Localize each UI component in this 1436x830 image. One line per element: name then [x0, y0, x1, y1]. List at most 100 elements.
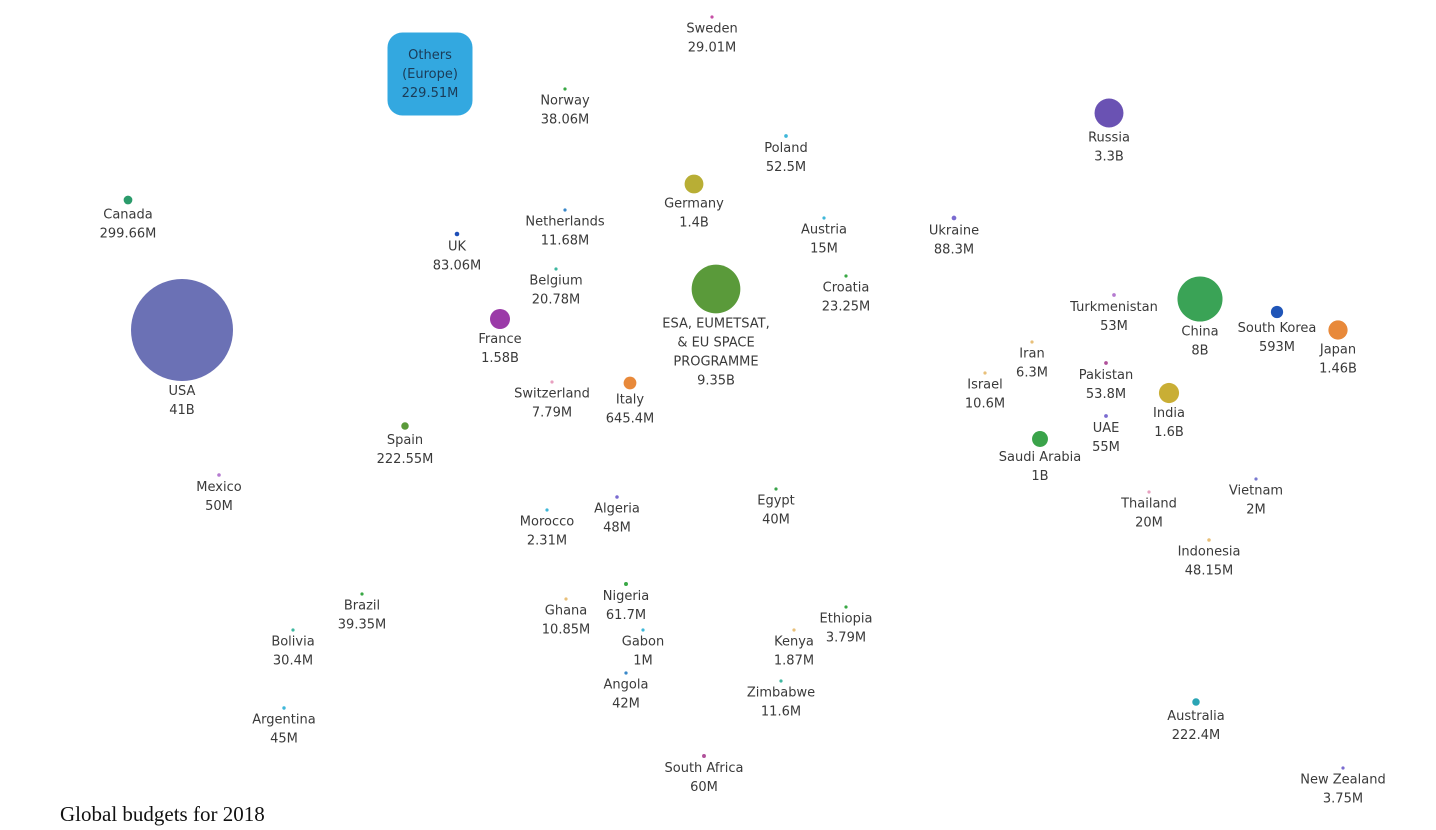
bubble-mark-sweden	[710, 15, 714, 19]
bubble-value-thailand: 20M	[1135, 516, 1163, 531]
bubble-new-zealand: New Zealand 3.75M	[1300, 766, 1386, 807]
bubble-name-france: France	[478, 332, 521, 347]
bubble-name-iran: Iran	[1019, 347, 1044, 362]
bubble-value-russia: 3.3B	[1094, 149, 1124, 164]
bubble-name-ethiopia: Ethiopia	[820, 612, 873, 627]
bubble-mark-zimbabwe	[779, 679, 783, 683]
bubble-mark-italy	[623, 376, 637, 390]
bubble-value-argentina: 45M	[270, 732, 298, 747]
bubble-name-belgium: Belgium	[529, 274, 582, 289]
bubble-value-israel: 10.6M	[965, 397, 1005, 412]
bubble-mark-pakistan	[1104, 361, 1108, 365]
bubble-name-turkmenistan: Turkmenistan	[1069, 300, 1158, 315]
bubble-name-south-korea: South Korea	[1238, 321, 1317, 336]
bubble-value-algeria: 48M	[603, 521, 631, 536]
bubble-mark-croatia	[844, 274, 848, 278]
bubble-mark-new-zealand	[1341, 766, 1345, 770]
bubble-name-switzerland: Switzerland	[514, 387, 590, 402]
bubble-mark-south-korea	[1270, 305, 1284, 319]
bubble-value-saudi-arabia: 1B	[1031, 469, 1048, 484]
bubble-value-croatia: 23.25M	[822, 300, 870, 315]
bubble-value-ghana: 10.85M	[542, 623, 590, 638]
bubble-mark-russia	[1094, 98, 1124, 128]
bubble-name-india: India	[1153, 406, 1185, 421]
bubble-name-uae: UAE	[1093, 421, 1120, 436]
bubble-name-esa-eumetsat-eu-space-programme: ESA, EUMETSAT,	[662, 316, 769, 331]
bubble-mark-nigeria	[624, 582, 628, 586]
bubble-switzerland: Switzerland 7.79M	[514, 380, 590, 421]
bubble-value-nigeria: 61.7M	[606, 608, 646, 623]
bubble-name-others-europe: Others	[408, 48, 452, 63]
chart-caption: Global budgets for 2018	[60, 802, 265, 826]
bubble-value-switzerland: 7.79M	[532, 406, 572, 421]
bubble-name-canada: Canada	[103, 207, 152, 222]
bubble-name-china: China	[1181, 325, 1218, 340]
bubble-value-new-zealand: 3.75M	[1323, 792, 1363, 807]
bubble-name-germany: Germany	[664, 196, 724, 211]
bubble-mark-netherlands	[563, 208, 567, 212]
bubble-value-uk: 83.06M	[433, 258, 481, 273]
bubble-mark-vietnam	[1254, 477, 1258, 481]
bubble-mark-china	[1177, 276, 1223, 322]
bubble-mark-india	[1158, 382, 1180, 404]
bubble-name-saudi-arabia: Saudi Arabia	[999, 450, 1082, 465]
bubble-mark-israel	[983, 371, 987, 375]
bubble-name-israel: Israel	[967, 378, 1003, 393]
bubble-mark-usa	[131, 279, 233, 381]
bubble-value-germany: 1.4B	[679, 215, 709, 230]
bubble-mark-others-europe	[387, 32, 473, 116]
bubble-germany: Germany 1.4B	[664, 174, 724, 230]
bubble-mark-egypt	[774, 487, 778, 491]
bubble-name-south-africa: South Africa	[665, 761, 744, 776]
bubble-value-turkmenistan: 53M	[1100, 319, 1128, 334]
bubble-name-japan: Japan	[1319, 343, 1356, 358]
bubble-mark-morocco	[545, 508, 549, 512]
bubble-value-others-europe: 229.51M	[402, 86, 459, 101]
bubble-mark-turkmenistan	[1112, 293, 1116, 297]
bubble-mark-algeria	[615, 495, 619, 499]
bubble-name-bolivia: Bolivia	[271, 635, 314, 650]
bubble-mark-iran	[1030, 340, 1034, 344]
bubble-name-mexico: Mexico	[196, 480, 241, 495]
bubble-mark-saudi-arabia	[1032, 431, 1048, 447]
bubble-value-norway: 38.06M	[541, 113, 589, 128]
bubble-value-indonesia: 48.15M	[1185, 564, 1233, 579]
bubble-mark-austria	[822, 216, 826, 220]
bubble-mark-germany	[684, 174, 704, 194]
bubble-mark-south-africa	[702, 754, 706, 758]
bubble-name-croatia: Croatia	[823, 281, 870, 296]
bubble-name-austria: Austria	[801, 223, 847, 238]
bubble-name-kenya: Kenya	[774, 635, 814, 650]
bubble-value-spain: 222.55M	[377, 452, 434, 467]
bubble-value-netherlands: 11.68M	[541, 234, 589, 249]
bubble-mark-bolivia	[291, 628, 295, 632]
bubble-name-esa-eumetsat-eu-space-programme: & EU SPACE	[677, 335, 754, 350]
bubble-value-uae: 55M	[1092, 440, 1120, 455]
bubble-mark-canada	[123, 195, 133, 205]
bubble-mark-gabon	[641, 628, 645, 632]
bubble-value-bolivia: 30.4M	[273, 654, 313, 669]
bubble-name-new-zealand: New Zealand	[1300, 773, 1385, 788]
bubble-value-austria: 15M	[810, 242, 838, 257]
bubble-value-usa: 41B	[169, 403, 194, 418]
bubble-value-india: 1.6B	[1154, 425, 1184, 440]
